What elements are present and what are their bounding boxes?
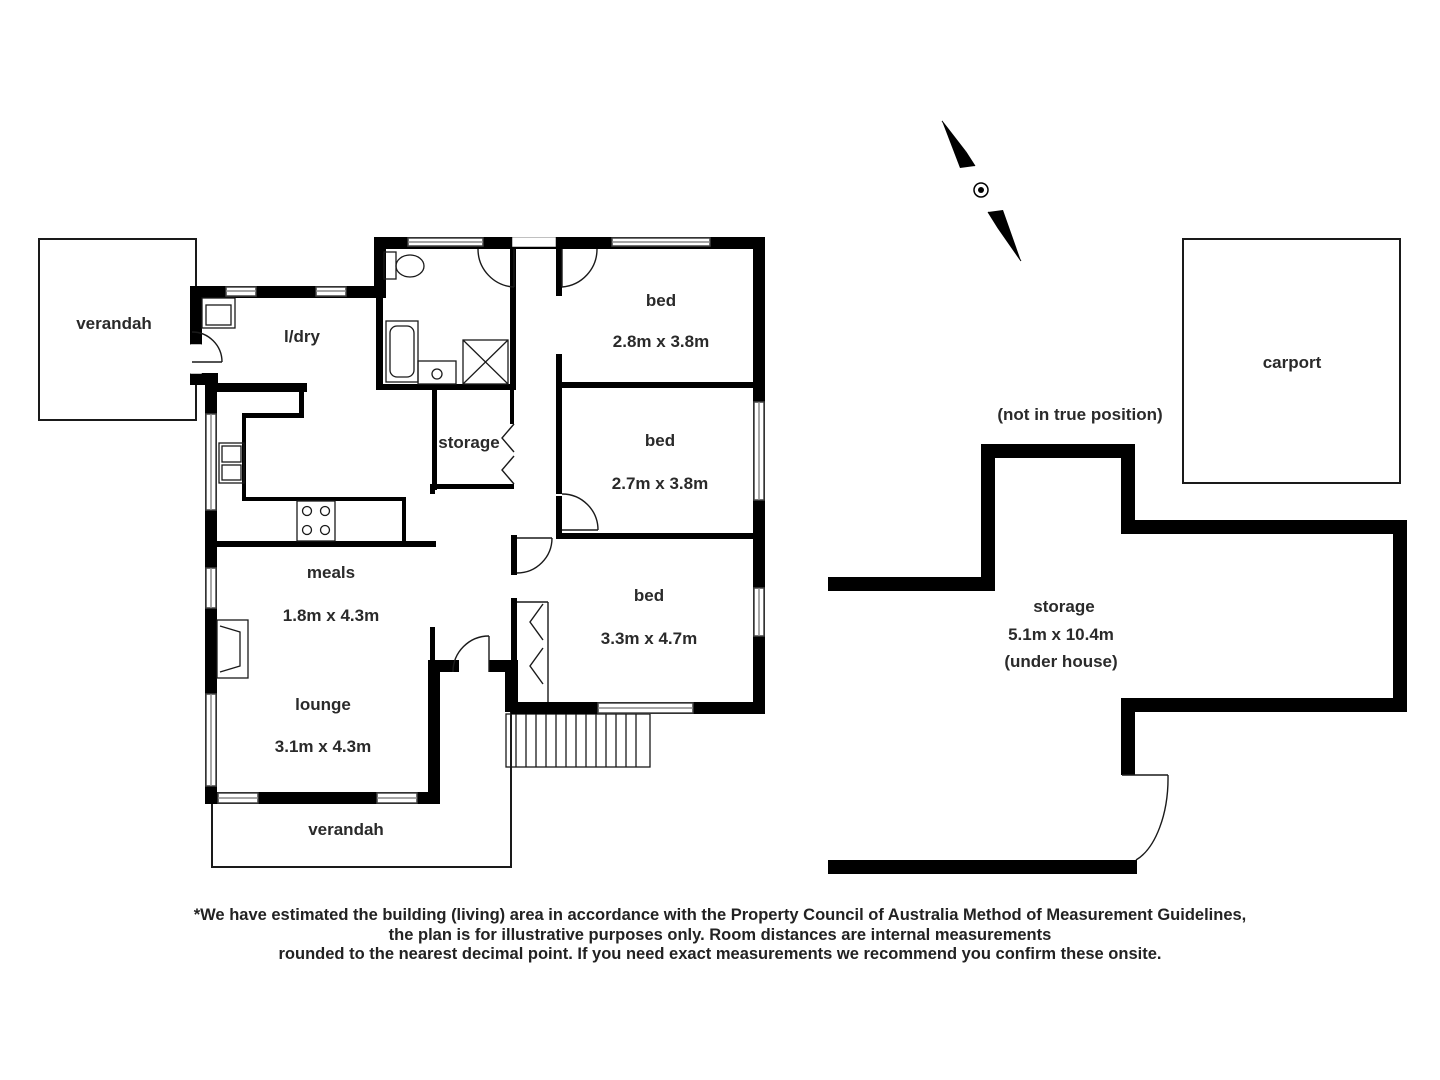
disclaimer-line-2: the plan is for illustrative purposes on… <box>388 925 1052 944</box>
storage-under-outline <box>828 444 1407 874</box>
verandah-left-label: verandah <box>76 314 152 333</box>
front-steps <box>505 713 651 768</box>
lounge-size: 3.1m x 4.3m <box>275 737 371 756</box>
carport-label: carport <box>1263 353 1322 372</box>
bed2-label: bed <box>645 431 675 450</box>
storage-under-size: 5.1m x 10.4m <box>1008 625 1114 644</box>
storage-under-note: (under house) <box>1004 652 1117 671</box>
meals-label: meals <box>307 563 355 582</box>
verandah-front-outline <box>211 712 512 868</box>
meals-size: 1.8m x 4.3m <box>283 606 379 625</box>
toilet-icon <box>383 251 425 280</box>
house-external-walls <box>190 237 765 804</box>
carport-outline <box>1182 238 1401 484</box>
bed3-label: bed <box>634 586 664 605</box>
disclaimer-line-3: rounded to the nearest decimal point. If… <box>278 945 1162 963</box>
verandah-front-label: verandah <box>308 820 384 839</box>
bed2-size: 2.7m x 3.8m <box>612 474 708 493</box>
disclaimer-line-1: *We have estimated the building (living)… <box>193 906 1247 924</box>
storage-under-label: storage <box>1033 597 1094 616</box>
door-swings <box>191 248 599 702</box>
position-note: (not in true position) <box>997 405 1162 424</box>
laundry-label: l/dry <box>284 327 320 346</box>
house-internal-walls <box>207 249 756 668</box>
bed1-size: 2.8m x 3.8m <box>613 332 709 351</box>
fixtures <box>201 251 509 679</box>
kitchen-sink-icon <box>218 442 245 484</box>
vanity-icon <box>417 360 457 385</box>
lounge-label: lounge <box>295 695 351 714</box>
bed1-label: bed <box>646 291 676 310</box>
windows <box>190 237 765 804</box>
bathtub-icon <box>385 320 419 383</box>
north-arrow-icon <box>941 120 1022 262</box>
fireplace-icon <box>216 619 249 679</box>
storage-hall-label: storage <box>438 433 499 452</box>
laundry-sink-icon <box>201 297 236 329</box>
cooktop-icon <box>296 500 336 542</box>
disclaimer: *We have estimated the building (living)… <box>0 906 1440 965</box>
storage-under-door <box>1122 774 1169 861</box>
shower-icon <box>462 339 509 385</box>
bed3-size: 3.3m x 4.7m <box>601 629 697 648</box>
